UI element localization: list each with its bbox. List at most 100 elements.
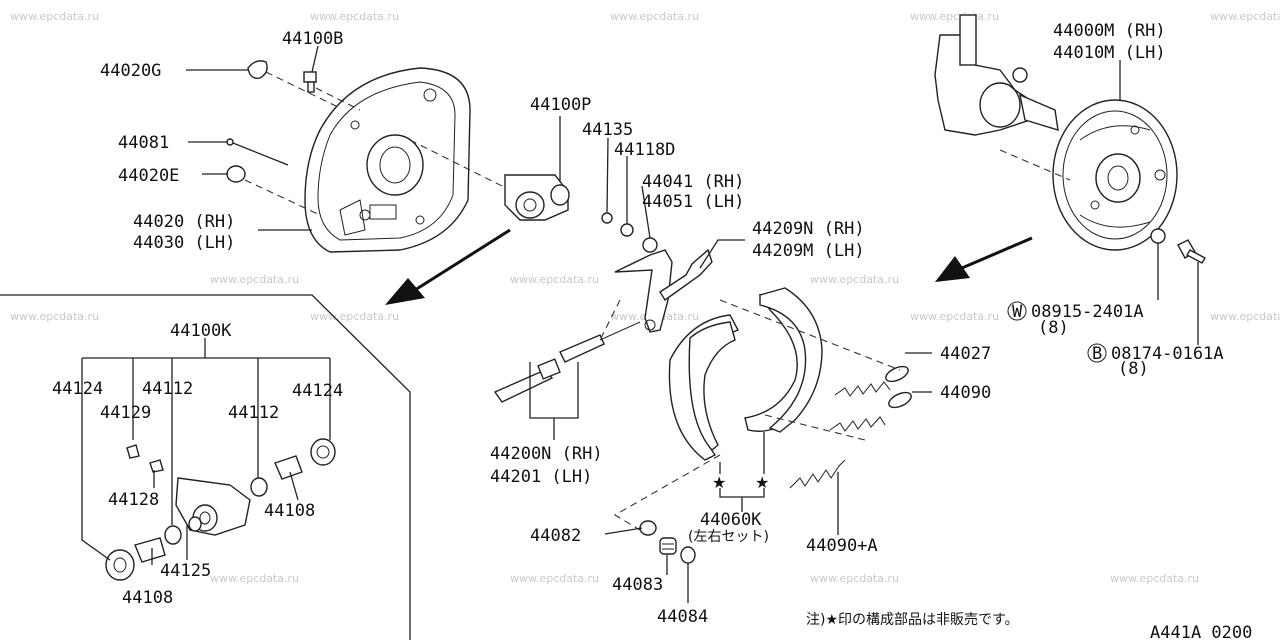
assembly-line <box>244 179 321 216</box>
assembly-line <box>265 71 341 109</box>
label-44083: 44083 <box>612 575 663 595</box>
clip-44135 <box>601 212 613 224</box>
washer-mark-icon <box>1007 301 1027 321</box>
watermark: www.epcdata.ru <box>310 310 399 323</box>
watermark: www.epcdata.ru <box>910 310 999 323</box>
label-44209N: 44209N (RH) <box>752 219 865 239</box>
label-44124-b: 44124 <box>292 381 343 401</box>
label-44200N: 44200N (RH) <box>490 444 603 464</box>
label-44010M: 44010M (LH) <box>1053 43 1166 63</box>
assembly-line <box>719 299 901 371</box>
diagram-code: A441A 0200 <box>1150 623 1252 640</box>
backing-plate <box>304 67 471 253</box>
washer-44118D <box>620 223 634 237</box>
kit-bracket <box>81 358 111 561</box>
spring-44027 <box>834 365 909 397</box>
assembly-line <box>409 139 511 191</box>
label-44108-a: 44108 <box>264 501 315 521</box>
label-08174-qty: (8) <box>1118 359 1149 379</box>
label-44112-b: 44112 <box>228 403 279 423</box>
label-08174: 08174-0161A <box>1111 344 1224 364</box>
label-44041-rh: 44041 (RH) <box>642 172 744 192</box>
label-44020-rh: 44020 (RH) <box>133 212 235 232</box>
leader-lines <box>151 45 1199 603</box>
label-44060K-sub: (左右セット) <box>688 529 769 545</box>
star-icon: ★ <box>712 473 726 492</box>
strut-44209N <box>659 248 713 302</box>
label-44124-a: 44124 <box>52 379 103 399</box>
watermark: www.epcdata.ru <box>910 10 999 23</box>
part-labels: 44100B 44020G 44081 44020E 44020 (RH) 44… <box>52 21 1252 640</box>
grommet-44020G <box>247 60 268 79</box>
footnote: 注)★印の構成部品は非販売です。 <box>806 612 1019 628</box>
cap-44020E <box>226 165 246 183</box>
label-44051-lh: 44051 (LH) <box>642 192 744 212</box>
label-44060K: 44060K <box>700 510 762 530</box>
spring-44090 <box>829 391 912 432</box>
assembly-line <box>613 454 721 531</box>
cup-44084 <box>680 546 696 564</box>
label-44112-a: 44112 <box>142 379 193 399</box>
wheel-cylinder-exploded <box>105 438 336 581</box>
watermark: www.epcdata.ru <box>510 273 599 286</box>
label-44100B: 44100B <box>282 29 343 49</box>
label-44020E: 44020E <box>118 166 179 186</box>
label-44125: 44125 <box>160 561 211 581</box>
label-44027: 44027 <box>940 344 991 364</box>
label-44020G: 44020G <box>100 61 161 81</box>
watermark: www.epcdata.ru <box>1110 572 1199 585</box>
kit-bracket <box>82 338 330 359</box>
label-44209M: 44209M (LH) <box>752 241 865 261</box>
brake-shoe-front <box>668 314 739 461</box>
spring-44090A <box>789 459 846 489</box>
watermark: www.epcdata.ru <box>210 273 299 286</box>
direction-arrow-left <box>385 228 511 305</box>
spring-44083 <box>659 537 677 555</box>
inset-border <box>0 294 411 640</box>
assembly-line <box>599 299 621 341</box>
parking-lever <box>614 237 673 333</box>
label-44082: 44082 <box>530 526 581 546</box>
label-w-mark: W <box>1012 302 1023 322</box>
label-44100P: 44100P <box>530 95 591 115</box>
label-44118D: 44118D <box>614 140 675 160</box>
watermark: www.epcdata.ru <box>610 10 699 23</box>
watermark: www.epcdata.ru <box>810 572 899 585</box>
label-44128: 44128 <box>108 490 159 510</box>
watermark: www.epcdata.ru <box>510 572 599 585</box>
watermark: www.epcdata.ru <box>810 273 899 286</box>
star-marks: ★ ★ <box>712 432 769 512</box>
label-44108-b: 44108 <box>122 588 173 608</box>
watermark: www.epcdata.ru <box>10 310 99 323</box>
bolt-08174 <box>1177 239 1206 264</box>
watermark: www.epcdata.ru <box>10 10 99 23</box>
label-44084: 44084 <box>657 607 708 627</box>
washer-44082 <box>639 520 657 536</box>
watermark: www.epcdata.ru <box>310 10 399 23</box>
washer-08915 <box>1150 228 1166 244</box>
label-44090A: 44090+A <box>806 536 878 556</box>
watermark: www.epcdata.ru <box>1210 10 1280 23</box>
watermark: www.epcdata.ru <box>210 572 299 585</box>
label-44000M: 44000M (RH) <box>1053 21 1166 41</box>
star-icon: ★ <box>755 473 769 492</box>
label-44129: 44129 <box>100 403 151 423</box>
assembly-line <box>315 87 361 111</box>
watermarks: www.epcdata.ru www.epcdata.ru www.epcdat… <box>10 10 1280 585</box>
watermark: www.epcdata.ru <box>1210 310 1280 323</box>
direction-arrow-right <box>935 236 1033 282</box>
bolt-mark-icon <box>1087 343 1107 363</box>
label-44030-lh: 44030 (LH) <box>133 233 235 253</box>
label-44081: 44081 <box>118 133 169 153</box>
label-44135: 44135 <box>582 120 633 140</box>
label-08915: 08915-2401A <box>1031 302 1144 322</box>
label-08915-qty: (8) <box>1038 318 1069 338</box>
pin-44081 <box>227 140 289 166</box>
label-44201: 44201 (LH) <box>490 467 592 487</box>
assembly-line <box>764 414 866 441</box>
assembly-line <box>999 149 1071 181</box>
brake-drum-assembly <box>1052 99 1178 251</box>
knuckle-assembly <box>934 14 1059 136</box>
